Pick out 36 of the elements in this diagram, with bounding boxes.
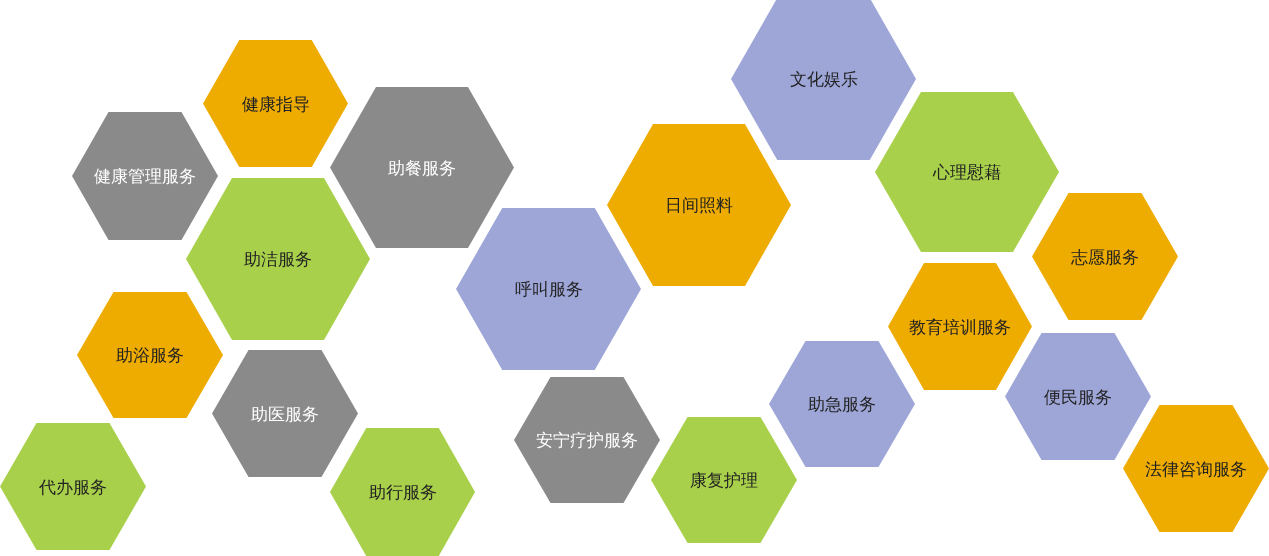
tile-label: 助急服务 xyxy=(807,392,877,416)
hexagon-tile xyxy=(1123,405,1269,532)
tile-label: 助餐服务 xyxy=(387,156,457,179)
tile-label: 助浴服务 xyxy=(115,343,185,367)
tile-label: 志愿服务 xyxy=(1070,245,1140,268)
hexagon-tile xyxy=(1032,193,1178,320)
hexagon-tile xyxy=(607,124,791,286)
tile-label: 文化娱乐 xyxy=(788,67,859,91)
tile-label: 日间照料 xyxy=(664,193,734,217)
tile-label: 康复护理 xyxy=(689,468,759,492)
tile-label: 心理慰藉 xyxy=(932,160,1002,184)
hexagon-tile xyxy=(212,350,358,477)
hexagon-tile xyxy=(330,87,514,248)
tile-label: 呼叫服务 xyxy=(513,277,584,301)
tile-label: 代办服务 xyxy=(38,475,108,498)
tile-label: 助洁服务 xyxy=(243,247,313,271)
tile-label: 助医服务 xyxy=(250,402,320,425)
tile-label: 助行服务 xyxy=(367,480,438,504)
tile-label: 健康指导 xyxy=(240,92,311,115)
hexagon-tile xyxy=(769,341,915,467)
hexagon-tile xyxy=(875,92,1059,252)
tile-label: 教育培训服务 xyxy=(908,315,1012,338)
hexagon-tile xyxy=(731,0,916,160)
tile-label: 安宁疗护服务 xyxy=(535,428,639,452)
hexagon-tile xyxy=(888,263,1032,390)
hexagon-tile xyxy=(203,40,348,167)
hexagon-tile xyxy=(651,417,797,543)
hexagon-tile xyxy=(330,428,475,556)
hexagon-tile xyxy=(456,208,641,370)
tile-label: 健康管理服务 xyxy=(93,164,197,188)
hexagon-tile xyxy=(72,112,218,240)
hexagon-tile xyxy=(77,292,223,418)
tile-label: 便民服务 xyxy=(1043,385,1113,408)
hexagon-tile xyxy=(514,377,660,503)
hexagon-tile xyxy=(0,423,146,550)
tile-label: 法律咨询服务 xyxy=(1144,457,1248,480)
